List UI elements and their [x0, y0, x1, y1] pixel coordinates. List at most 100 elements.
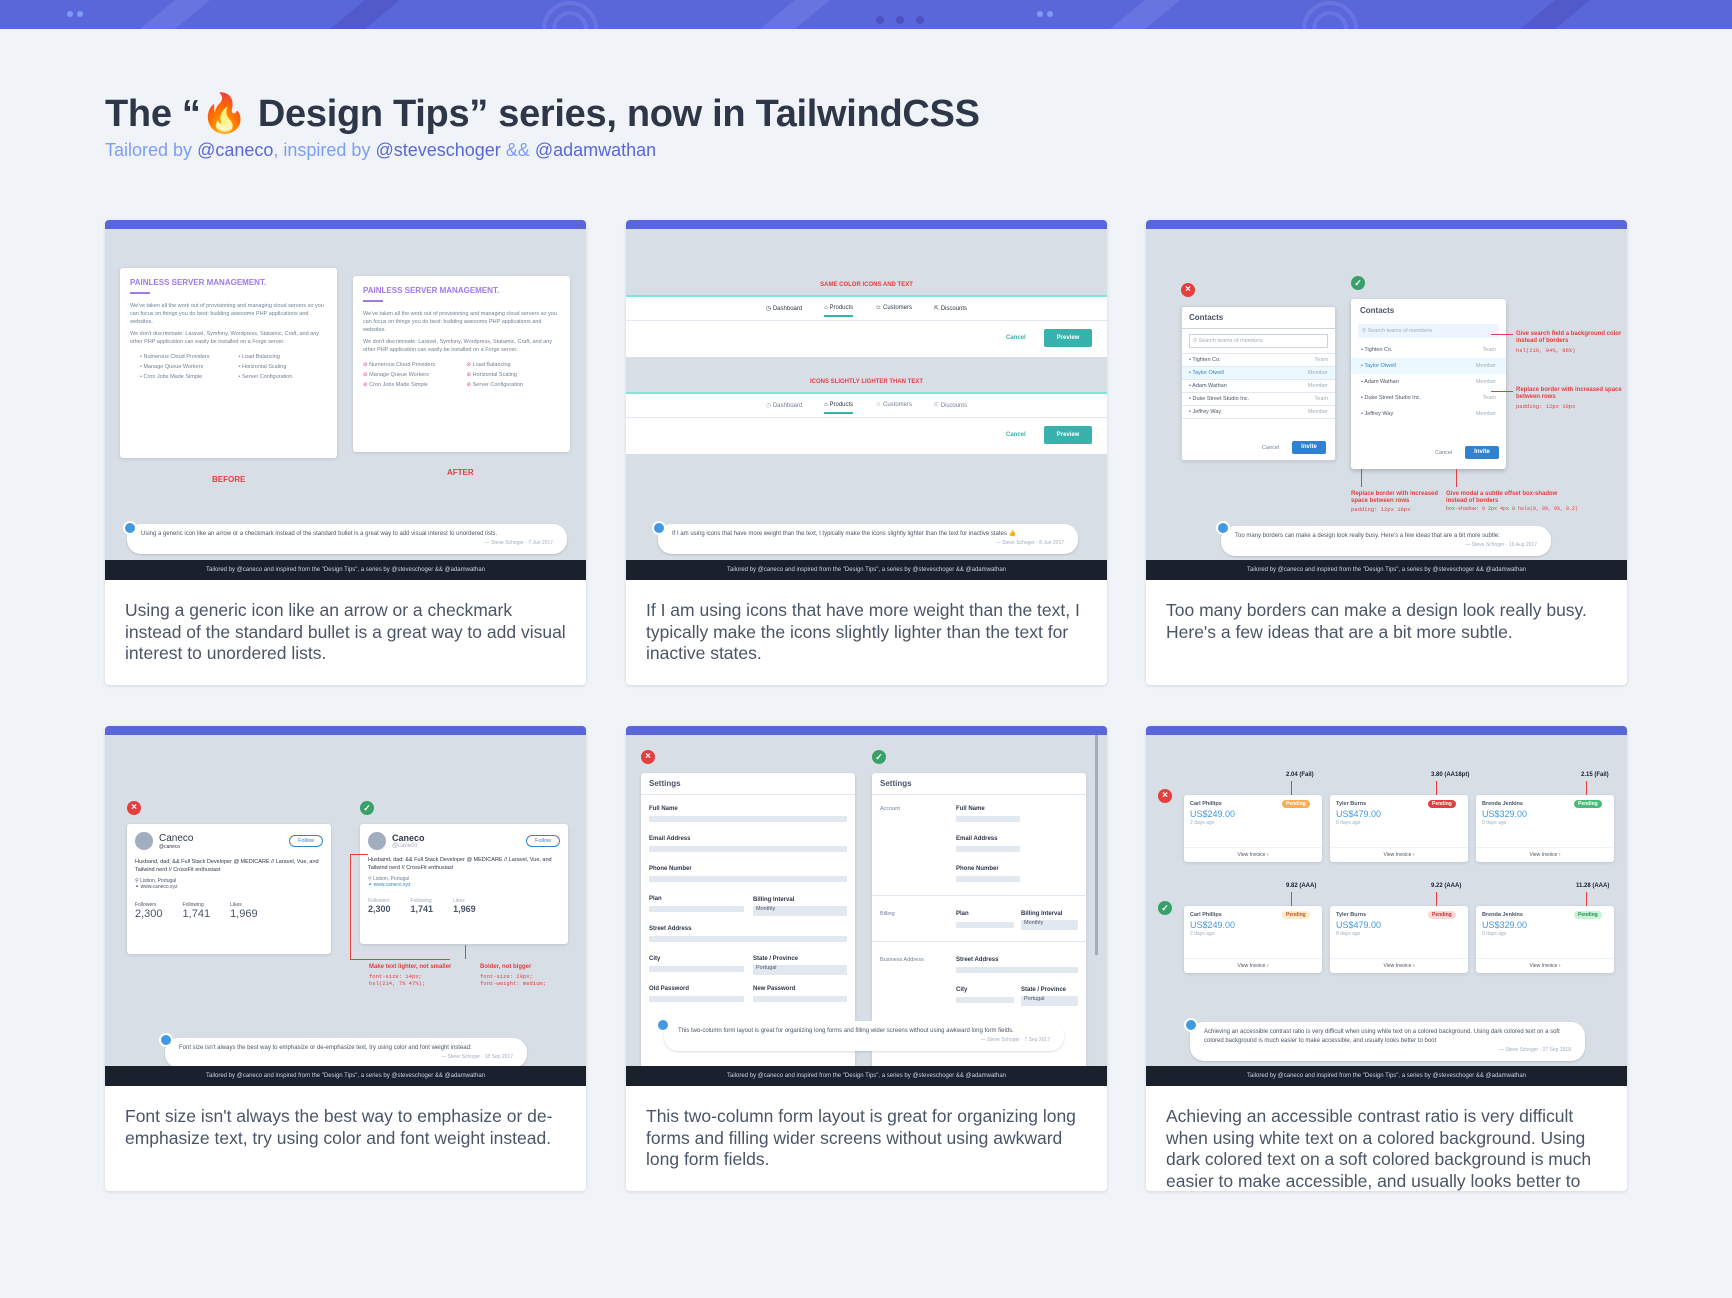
site-link[interactable]: www.caneco.xyz — [140, 884, 178, 890]
contact-role: Member — [1475, 411, 1496, 417]
tab-products[interactable]: ⌂ Products — [824, 402, 854, 414]
city-input[interactable] — [649, 966, 744, 972]
cancel-button[interactable]: Cancel — [1006, 335, 1026, 341]
section-label: Account — [880, 806, 900, 812]
bullet-item: • Server Configuration — [238, 374, 293, 380]
view-invoice-link[interactable]: View Invoice › — [1184, 847, 1322, 858]
email-input[interactable] — [956, 846, 1020, 852]
stat-label: Following — [182, 902, 204, 908]
plan-input[interactable] — [956, 922, 1014, 928]
preview-button[interactable]: Preview — [1044, 329, 1092, 347]
caneco-link[interactable]: @caneco — [197, 140, 274, 160]
city-input[interactable] — [956, 997, 1014, 1003]
tip-card-icons[interactable]: SAME COLOR ICONS AND TEXT ◷ Dashboard ⌂ … — [626, 220, 1107, 685]
annotation-line — [1291, 892, 1292, 910]
invite-button[interactable]: Invite — [1465, 446, 1499, 459]
site-link[interactable]: www.caneco.xyz — [373, 882, 411, 888]
profile-handle: @caneco — [392, 843, 418, 849]
card-accent-bar — [105, 726, 586, 735]
tweet-box: If I am using icons that have more weigh… — [658, 524, 1078, 554]
view-invoice-link[interactable]: View Invoice › — [1330, 958, 1468, 969]
contact-row[interactable]: • Tighten Co.Team — [1182, 353, 1335, 366]
stat-label: Followers — [135, 902, 157, 908]
follow-button[interactable]: Follow — [526, 835, 560, 847]
tab-products[interactable]: ⌂ Products — [824, 305, 854, 317]
invoice-card[interactable]: Carl Phillips US$249.00 2 days ago Pendi… — [1184, 906, 1322, 973]
tab-discounts[interactable]: ⇱ Discounts — [934, 402, 967, 414]
tab-customers[interactable]: ☺ Customers — [875, 305, 912, 311]
phone-input[interactable] — [649, 876, 847, 882]
profile-header: Caneco @caneco Follow — [135, 832, 323, 850]
tip-card-contrast[interactable]: × ✓ 2.04 (Fail) 3.80 (AA18pt) 2.15 (Fail… — [1146, 726, 1627, 1191]
full-name-input[interactable] — [956, 816, 1020, 822]
tweet-cite: — Steve Schoger · 10 Aug 2017 — [1465, 542, 1537, 548]
invoice-card[interactable]: Carl Phillips US$249.00 2 days ago Pendi… — [1184, 795, 1322, 862]
cancel-button[interactable]: Cancel — [1435, 450, 1453, 456]
field-label: Street Address — [956, 957, 999, 963]
contact-row[interactable]: • Tighten Co.Team — [1361, 347, 1496, 353]
state-select[interactable]: Portugal — [753, 965, 847, 975]
street-input[interactable] — [956, 967, 1078, 973]
cancel-button[interactable]: Cancel — [1006, 432, 1026, 438]
email-input[interactable] — [649, 846, 847, 852]
tip-card-bullets[interactable]: PAINLESS SERVER MANAGEMENT. We've taken … — [105, 220, 586, 685]
view-invoice-link[interactable]: View Invoice › — [1330, 847, 1468, 858]
billing-select[interactable]: Monthly — [753, 906, 847, 916]
field-label: Email Address — [649, 836, 691, 842]
search-input[interactable]: ⚲ Search teams of members — [1189, 334, 1328, 348]
tab-dashboard[interactable]: ◷ Dashboard — [765, 306, 803, 312]
invoice-date: 8 days ago — [1336, 820, 1361, 826]
annotation-line — [1586, 892, 1587, 910]
plan-input[interactable] — [649, 906, 744, 912]
invoice-date: 2 days ago — [1190, 931, 1215, 937]
invoice-card[interactable]: Brenda Jenkins US$329.00 9 days ago Pend… — [1476, 906, 1614, 973]
tip-card-typography[interactable]: × ✓ Caneco @caneco Follow Husband, dad; … — [105, 726, 586, 1191]
street-input[interactable] — [649, 936, 847, 942]
old-password-input[interactable] — [649, 996, 744, 1002]
view-invoice-link[interactable]: View Invoice › — [1476, 958, 1614, 969]
stat-label: Likes — [230, 902, 242, 908]
invoice-card[interactable]: Brenda Jenkins US$329.00 9 days ago Pend… — [1476, 795, 1614, 862]
invoice-date: 8 days ago — [1336, 931, 1361, 937]
view-invoice-link[interactable]: View Invoice › — [1184, 958, 1322, 969]
phone-input[interactable] — [956, 876, 1020, 882]
profile-location: ⚲ Lisbon, Portugal — [135, 878, 323, 884]
state-select[interactable]: Portugal — [1021, 996, 1078, 1006]
view-invoice-link[interactable]: View Invoice › — [1476, 847, 1614, 858]
search-input[interactable]: ⚲ Search teams of members — [1358, 324, 1499, 338]
invite-button[interactable]: Invite — [1292, 441, 1326, 454]
billing-select[interactable]: Monthly — [1021, 920, 1078, 930]
invoice-amount: US$249.00 — [1190, 920, 1236, 930]
contact-row[interactable]: • Duke Street Studio Inc.Team — [1182, 392, 1335, 405]
preview-button[interactable]: Preview — [1044, 426, 1092, 444]
full-name-input[interactable] — [649, 816, 847, 822]
tab-dashboard[interactable]: ◷ Dashboard — [766, 402, 802, 414]
adamwathan-link[interactable]: @adamwathan — [534, 140, 657, 160]
contact-row[interactable]: • Duke Street Studio Inc.Team — [1361, 395, 1496, 401]
follow-button[interactable]: Follow — [289, 835, 323, 847]
cancel-button[interactable]: Cancel — [1262, 445, 1280, 451]
tip-card-borders[interactable]: × ✓ Contacts ⚲ Search teams of members •… — [1146, 220, 1627, 685]
after-panel: PAINLESS SERVER MANAGEMENT. We've taken … — [353, 276, 570, 452]
tab-row: ◷ Dashboard ⌂ Products ☺ Customers ⇱ Dis… — [626, 297, 1107, 317]
steveschoger-link[interactable]: @steveschoger — [375, 140, 501, 160]
invoice-card[interactable]: Tyler Burns US$479.00 8 days ago Pending… — [1330, 795, 1468, 862]
new-password-input[interactable] — [753, 996, 847, 1002]
scrollbar[interactable] — [1095, 735, 1098, 955]
contrast-ratio: 11.28 (AAA) — [1576, 883, 1610, 889]
subtitle-text: Tailored by — [105, 140, 198, 160]
tab-discounts[interactable]: ⇱ Discounts — [934, 306, 968, 312]
tip-card-forms[interactable]: × ✓ Settings Full Name Email Address Pho… — [626, 726, 1107, 1191]
avatar — [368, 832, 386, 850]
screenshot-footer: Tailored by @caneco and inspired from th… — [105, 560, 586, 580]
tab-customers[interactable]: ☺ Customers — [875, 402, 912, 414]
invoice-card[interactable]: Tyler Burns US$479.00 8 days ago Pending… — [1330, 906, 1468, 973]
tweet-text: Using a generic icon like an arrow or a … — [141, 531, 498, 537]
